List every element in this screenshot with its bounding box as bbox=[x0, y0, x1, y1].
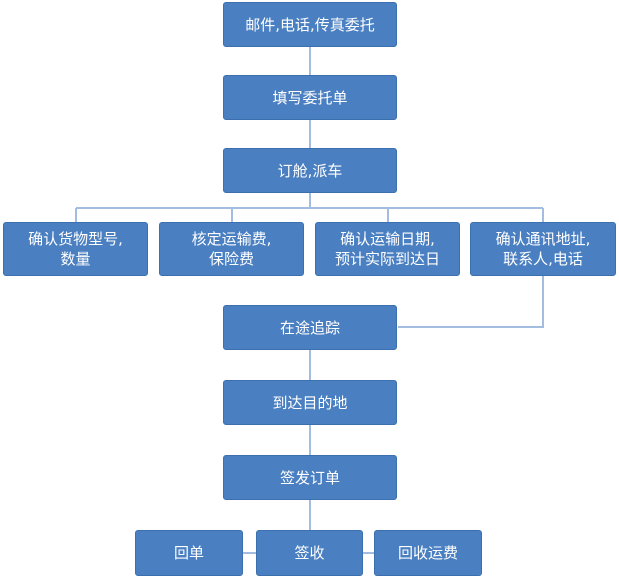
node-label: 回收运费 bbox=[397, 544, 458, 562]
node-label-line2: 数量 bbox=[60, 250, 91, 268]
node-arrive-destination: 到达目的地 bbox=[223, 380, 397, 425]
node-label-line2: 预计实际到达日 bbox=[334, 250, 440, 268]
node-confirm-goods: 确认货物型号, 数量 bbox=[3, 222, 148, 276]
node-label: 回单 bbox=[173, 544, 204, 562]
node-label-line1: 确认运输日期, bbox=[340, 230, 435, 248]
node-label: 到达目的地 bbox=[272, 393, 348, 412]
node-label-line2: 保险费 bbox=[208, 250, 254, 268]
node-label: 订舱,派车 bbox=[277, 161, 343, 180]
node-mail-phone-fax-order: 邮件,电话,传真委托 bbox=[223, 2, 397, 47]
node-book-dispatch: 订舱,派车 bbox=[223, 148, 397, 193]
node-label: 在途追踪 bbox=[279, 318, 340, 337]
node-confirm-contact: 确认通讯地址, 联系人,电话 bbox=[470, 222, 616, 276]
node-label-line1: 核定运输费, bbox=[191, 230, 272, 248]
connector-n7-n8 bbox=[398, 276, 544, 328]
node-confirm-dates: 确认运输日期, 预计实际到达日 bbox=[315, 222, 460, 276]
node-label-line1: 确认通讯地址, bbox=[495, 230, 591, 248]
node-label-line1: 确认货物型号, bbox=[28, 230, 123, 248]
node-receipt: 回单 bbox=[135, 530, 243, 576]
node-label: 签收 bbox=[294, 544, 325, 562]
node-collect-freight: 回收运费 bbox=[374, 530, 482, 576]
node-in-transit-tracking: 在途追踪 bbox=[223, 305, 397, 350]
node-label: 填写委托单 bbox=[272, 88, 348, 107]
node-label: 邮件,电话,传真委托 bbox=[245, 15, 375, 34]
node-label: 签发订单 bbox=[279, 468, 340, 487]
node-label-line2: 联系人,电话 bbox=[503, 250, 583, 268]
node-fill-order-form: 填写委托单 bbox=[223, 75, 397, 120]
node-verify-fees: 核定运输费, 保险费 bbox=[159, 222, 304, 276]
node-sign-receive: 签收 bbox=[256, 530, 363, 576]
node-issue-order: 签发订单 bbox=[223, 455, 397, 500]
